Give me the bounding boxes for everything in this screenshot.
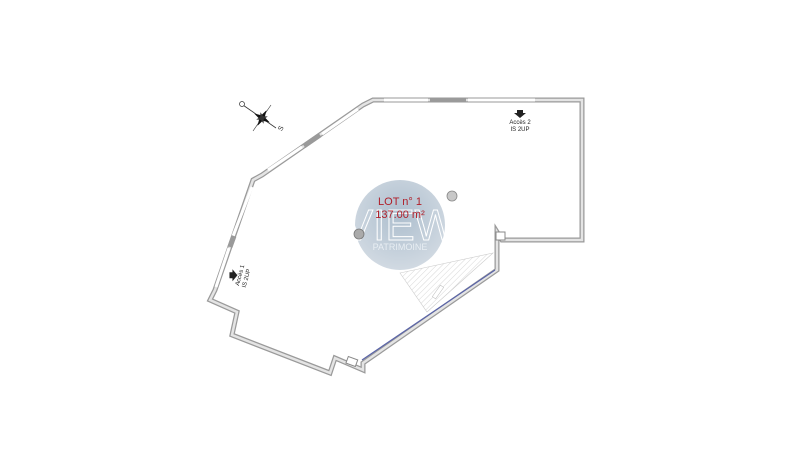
compass-south-label: S xyxy=(277,125,286,133)
outer-wall-core xyxy=(208,98,584,375)
access-1-label: Accès 1 xyxy=(235,264,246,287)
watermark-disc xyxy=(355,180,445,270)
watermark-sub: PATRIMOINE xyxy=(373,242,428,252)
watermark-brand: VIEW xyxy=(344,201,457,250)
lot-area: 137.00 m² xyxy=(375,209,425,221)
column xyxy=(353,228,365,240)
watermark-logo: VIEW PATRIMOINE xyxy=(343,180,457,270)
wall-piers xyxy=(227,97,466,248)
duct xyxy=(495,231,506,241)
windows xyxy=(214,98,535,288)
column xyxy=(446,190,458,202)
access-2-marker: Accès 2 IS 2UP xyxy=(509,110,531,133)
arrow-down-icon xyxy=(514,110,526,118)
compass-rose-icon: S xyxy=(239,101,286,133)
access-2-code: IS 2UP xyxy=(510,127,529,133)
hatched-zone xyxy=(399,252,495,313)
glazed-facade xyxy=(361,269,496,361)
access-1-code: IS 2UP xyxy=(242,268,253,288)
lot-title: LOT n° 1 xyxy=(378,196,422,208)
hatch-tag xyxy=(431,284,445,300)
access-2-label: Accès 2 xyxy=(509,120,531,126)
duct xyxy=(345,355,359,368)
